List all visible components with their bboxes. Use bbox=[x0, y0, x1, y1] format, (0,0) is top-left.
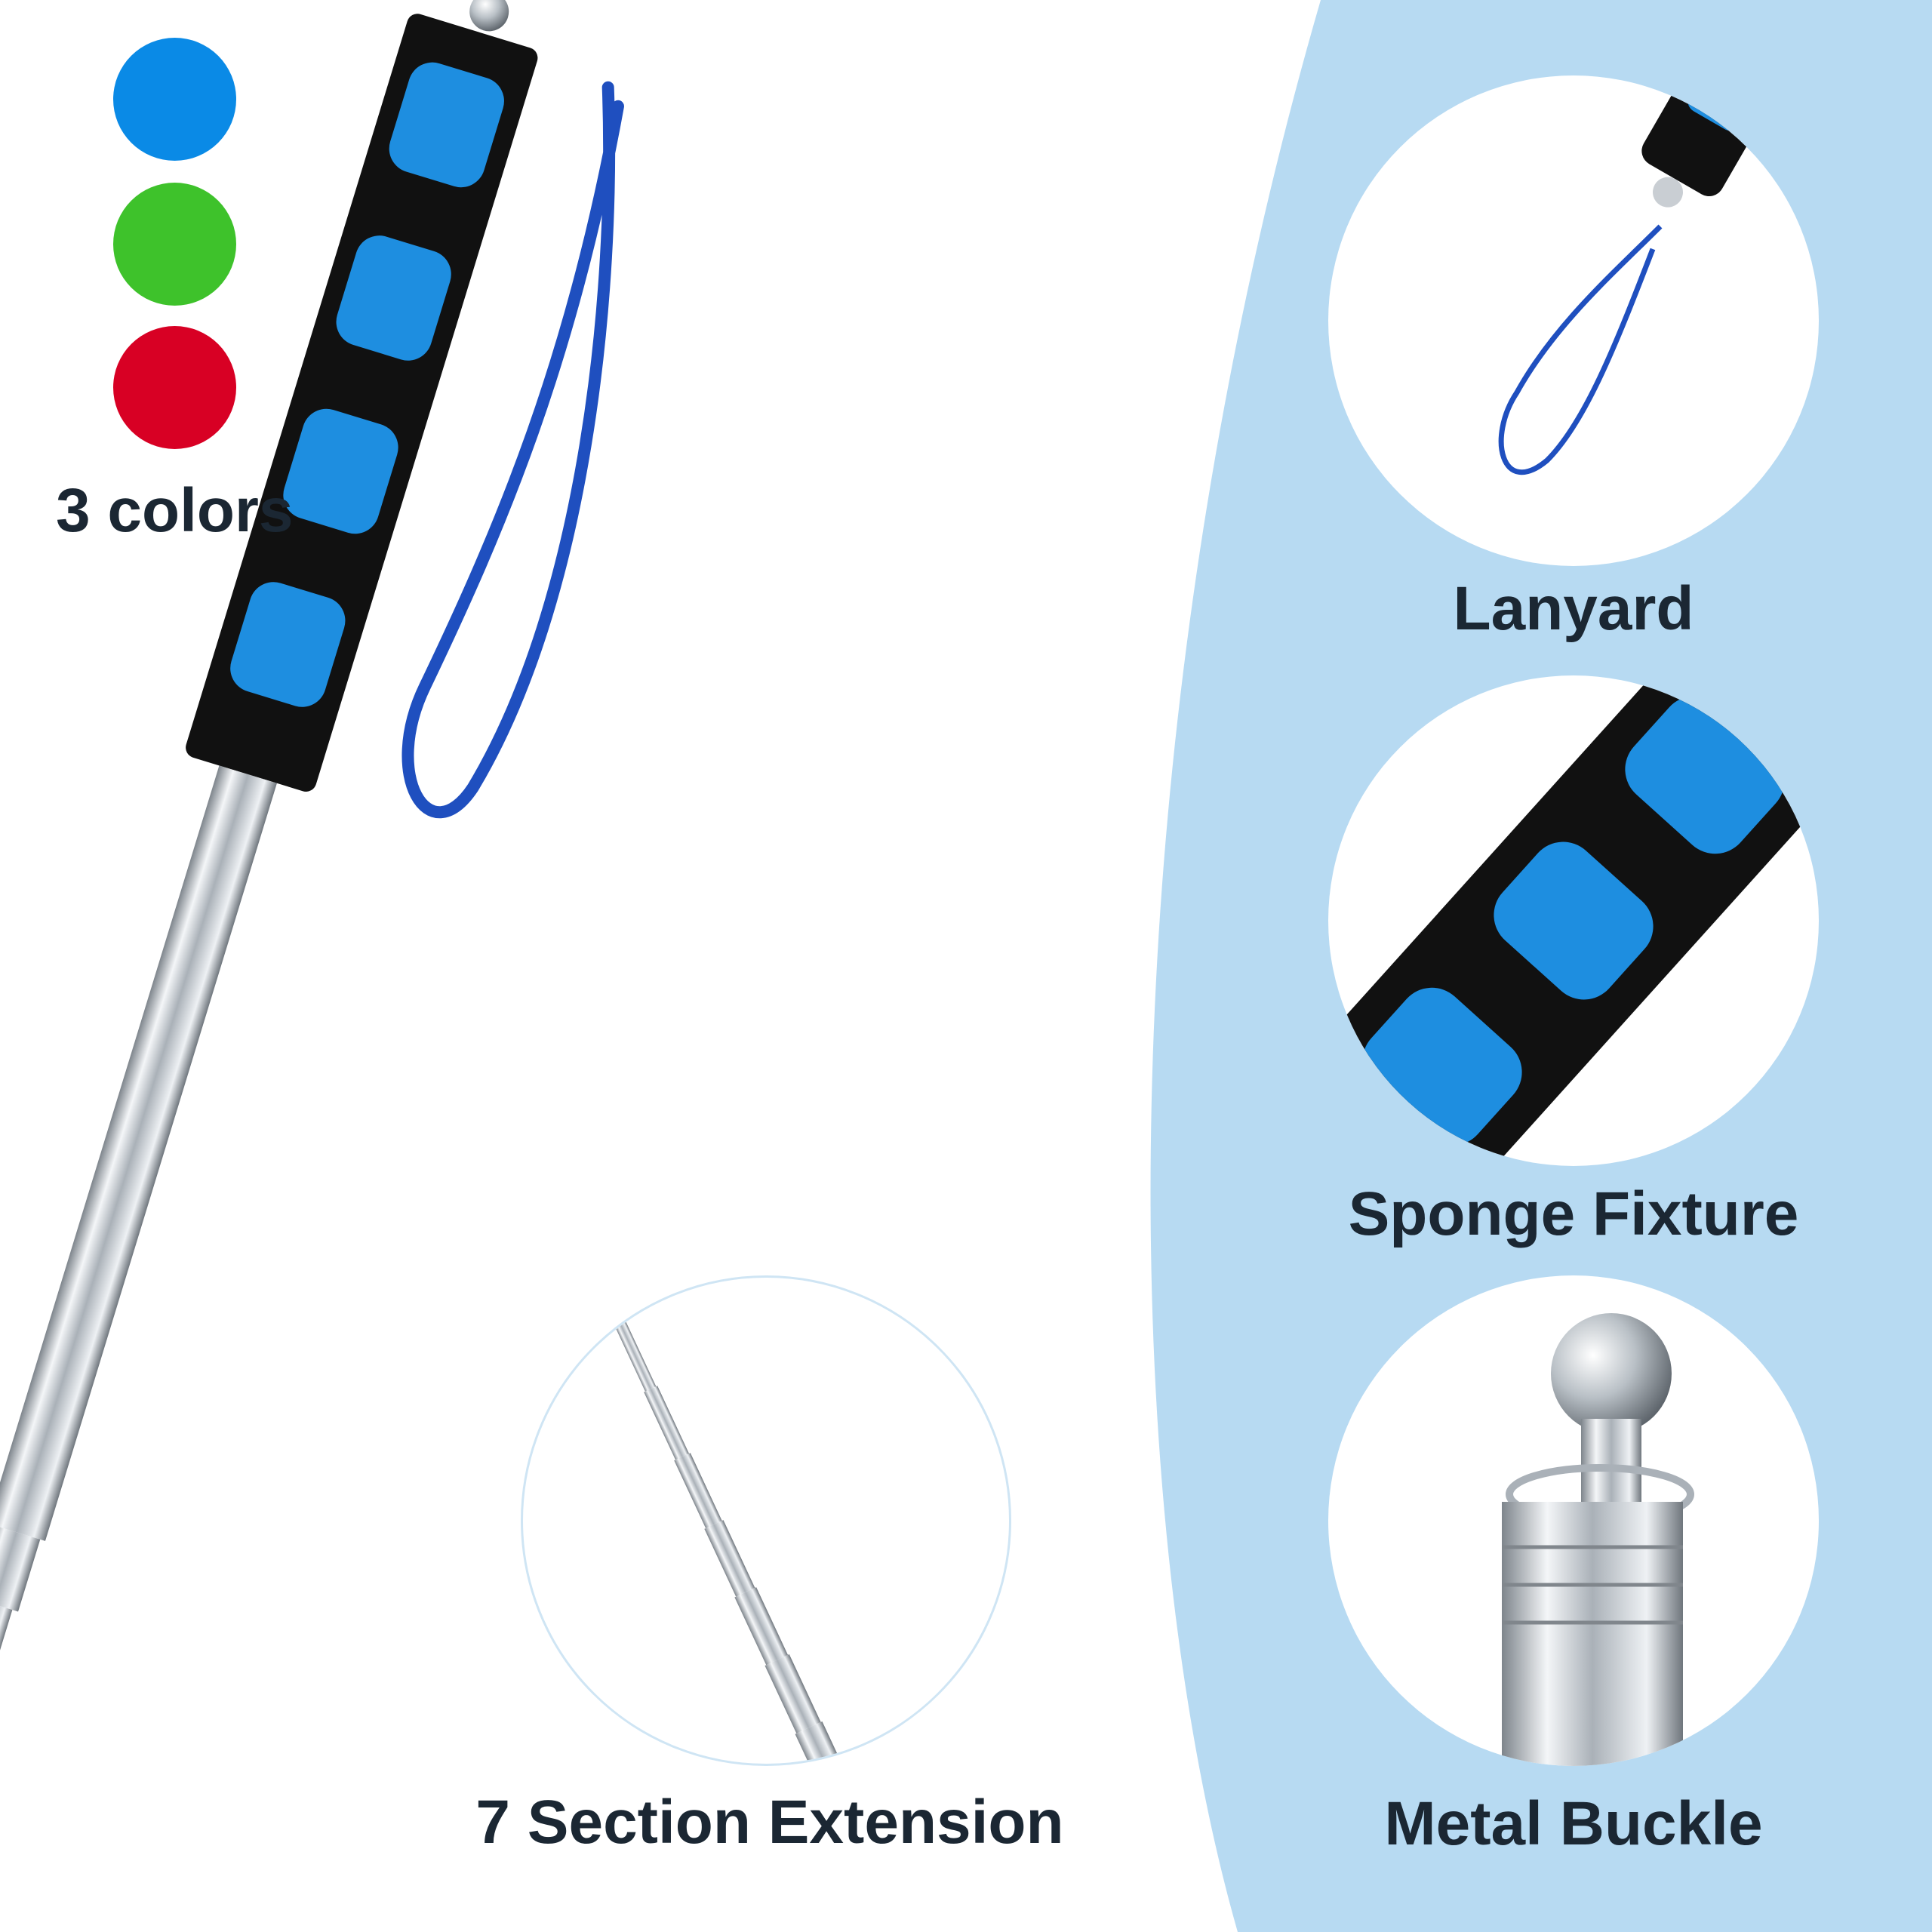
extension-illustration bbox=[607, 1305, 851, 1764]
colors-count-label: 3 colors bbox=[56, 476, 294, 545]
extension-detail-circle bbox=[521, 1275, 1011, 1766]
sponge-fixture-label: Sponge Fixture bbox=[1348, 1180, 1799, 1248]
sponge-fixture-circle bbox=[1328, 675, 1819, 1166]
lanyard-illustration bbox=[1498, 75, 1774, 475]
lanyard-label: Lanyard bbox=[1453, 574, 1694, 643]
swatch-green[interactable] bbox=[113, 183, 236, 306]
extension-label: 7 Section Extension bbox=[475, 1788, 1064, 1857]
swatch-blue[interactable] bbox=[113, 38, 236, 161]
metal-buckle-circle bbox=[1328, 1275, 1819, 1766]
lanyard-detail-circle bbox=[1328, 75, 1819, 566]
sponge-illustration bbox=[1328, 675, 1819, 1166]
buckle-illustration bbox=[1502, 1313, 1694, 1766]
swatch-red[interactable] bbox=[113, 326, 236, 449]
main-pointer bbox=[0, 0, 624, 1675]
metal-buckle-label: Metal Buckle bbox=[1384, 1789, 1763, 1858]
